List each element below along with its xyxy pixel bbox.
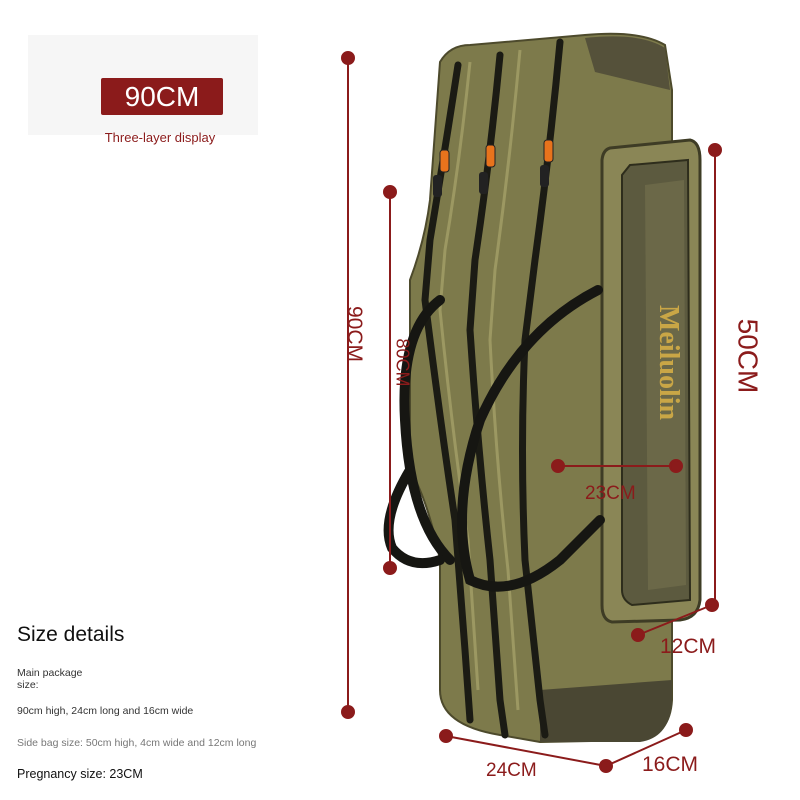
total-height-label: 90CM <box>343 305 367 363</box>
strap-length-label: 80CM <box>392 338 413 387</box>
zipper-pull-icon <box>439 139 554 173</box>
main-package-values: 90cm high, 24cm long and 16cm wide <box>17 705 194 717</box>
bottom-cap <box>540 680 672 742</box>
side-bag-width-label: 23CM <box>585 483 636 504</box>
size-details-title: Size details <box>17 623 125 646</box>
main-package-label: Main package size: <box>17 667 83 691</box>
side-bag-depth-label: 12CM <box>660 635 717 658</box>
carry-straps <box>383 285 605 592</box>
side-bag-height-label: 50CM <box>732 318 764 394</box>
size-badge: 90CM <box>101 78 223 115</box>
side-bag-size: Side bag size: 50cm high, 4cm wide and 1… <box>17 737 257 749</box>
pregnancy-size: Pregnancy size: 23CM <box>17 767 143 781</box>
base-length-label: 24CM <box>486 760 537 781</box>
brand-logo: Meiluolin <box>653 305 684 421</box>
badge-caption: Three-layer display <box>104 130 216 145</box>
top-cap <box>585 36 670 90</box>
base-depth-label: 16CM <box>642 753 699 776</box>
